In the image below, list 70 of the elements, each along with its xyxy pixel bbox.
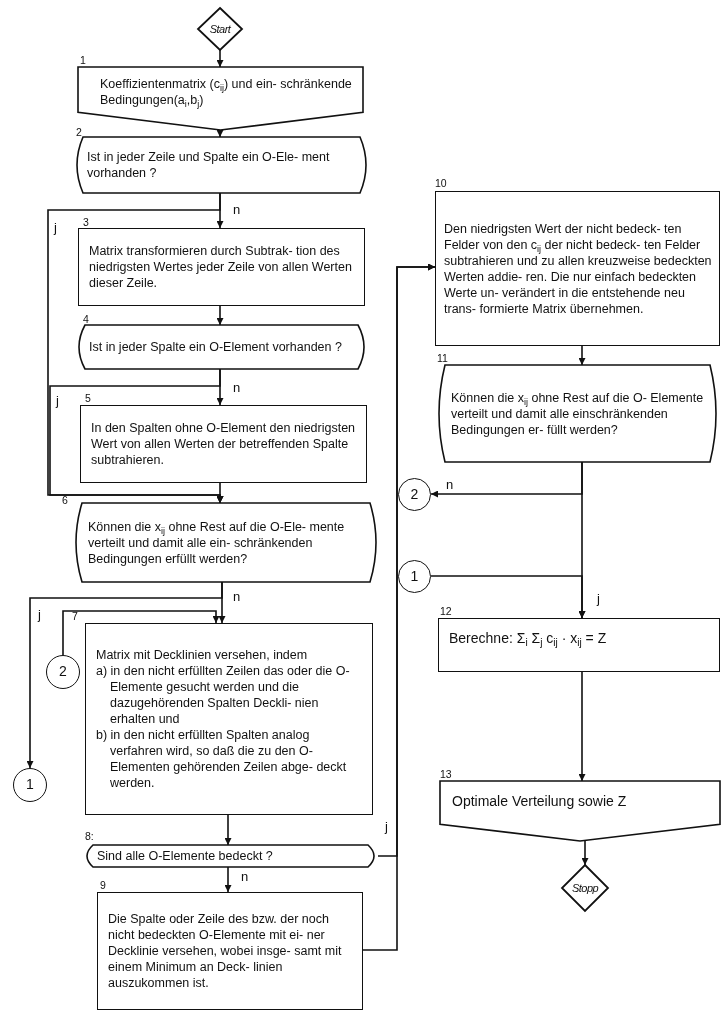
step-number: 9 — [100, 879, 106, 891]
arrow — [224, 814, 232, 846]
connector-number: 1 — [26, 776, 34, 794]
arrow — [362, 263, 436, 951]
step-number: 12 — [440, 605, 452, 617]
edge-label: j — [384, 820, 389, 833]
step-number: 7 — [72, 610, 78, 622]
step-text: Ist in jeder Zeile und Spalte ein O-Ele- ment vorhanden ? — [87, 149, 331, 181]
connector-circle — [398, 560, 431, 593]
arrow — [216, 482, 224, 504]
decision-box — [83, 845, 378, 867]
step-number: 10 — [435, 177, 447, 189]
step-text: Können die x$_{ij}$ ohne Rest auf die O-Ele- mente verteilt und damit alle ein- schränkenden Bedingungen erfüllt werden? — [88, 518, 346, 567]
step-number: 6 — [62, 494, 68, 506]
terminal-diamond — [562, 865, 608, 911]
arrow — [430, 575, 586, 619]
process-box — [435, 191, 720, 346]
edge-label: j — [37, 608, 42, 621]
step-text: Können die x$_{ij}$ ohne Rest auf die O- Elemente verteilt und damit alle einschränkenden Bedingungen er- füllt werden? — [451, 389, 705, 438]
connector-number: 2 — [410, 485, 419, 504]
connector-circle — [13, 768, 47, 802]
connector-number: 2 — [59, 663, 67, 681]
step-text: Matrix mit Decklinien versehen, indem — [96, 647, 309, 663]
arrow — [578, 345, 586, 366]
step-text: Sind alle O-Elemente bedeckt ? — [97, 848, 274, 864]
edge-label: j — [55, 394, 60, 407]
edge-label: j — [596, 592, 601, 605]
terminal-diamond — [198, 8, 242, 50]
arrow — [578, 671, 586, 782]
arrow — [216, 129, 224, 138]
decision-box — [75, 325, 368, 369]
step-text: Koeffizientenmatrix (c$_{ij}$) und ein- schränkende Bedingungen(a$_{i}$,b$_{j}$) — [100, 75, 353, 108]
connector-circle — [398, 478, 431, 511]
arrow — [216, 49, 224, 68]
output-box — [440, 781, 720, 841]
arrow — [216, 305, 224, 326]
step-number: 8: — [85, 830, 94, 842]
step-number: 11 — [437, 352, 448, 364]
arrow — [62, 610, 220, 656]
process-box — [80, 405, 367, 483]
edge-label: j — [53, 221, 58, 234]
step-text: Berechne: Σ$_{i}$ Σ$_{j}$ c$_{ij}$ · x$_{ij}$ = Z — [449, 630, 608, 648]
connector-circle — [46, 655, 80, 689]
step-text: Ist in jeder Spalte ein O-Element vorhanden ? — [89, 339, 343, 355]
terminal-text: Start — [209, 21, 231, 37]
step-number: 1 — [80, 54, 86, 66]
process-box — [78, 228, 365, 306]
step-text: b) in den nicht erfüllten Spalten analog verfahren wird, so daß die zu den O-Elementen gehörenden Zeilen abge- deckt werden. — [96, 727, 348, 791]
terminal-text: Stopp — [571, 880, 599, 896]
step-text: Den niedrigsten Wert der nicht bedeck- ten Felder von den c$_{ij}$ der nicht bedeck- ten Felder subtrahieren und zu allen kreuzweise bedeckten Werten addie- ren. Die nur einfach bedeckten Werte un- verändert in die entstehende neu trans- formierte Matrix übernehmen. — [444, 220, 713, 317]
step-number: 3 — [83, 216, 89, 228]
connector-number: 1 — [410, 567, 419, 586]
input-box — [78, 67, 363, 130]
decision-box — [73, 137, 370, 193]
step-number: 5 — [85, 392, 91, 404]
step-text: Optimale Verteilung sowie Z — [452, 793, 628, 811]
step-number: 4 — [83, 313, 89, 325]
arrow — [224, 866, 232, 893]
step-text: Matrix transformieren durch Subtrak- tion des niedrigsten Wertes jeder Zeile von allen Werten dieser Zeile. — [89, 243, 353, 291]
arrow — [26, 581, 223, 769]
decision-box — [72, 503, 380, 582]
step-number: 13 — [440, 768, 452, 780]
step-text: Die Spalte oder Zeile des bzw. der noch nicht bedeckten O-Elemente mit ei- ner Decklinie versehen, wobei insge- samt mit einem Minimum an Deck- linien auszukommen ist. — [108, 911, 343, 991]
decision-box — [435, 365, 720, 462]
process-box — [438, 618, 720, 672]
process-box — [85, 623, 373, 815]
step-number: 2 — [76, 126, 82, 138]
step-text: In den Spalten ohne O-Element den niedrigsten Wert von allen Werten der betreffenden Spalte subtrahieren. — [91, 420, 357, 468]
process-box — [97, 892, 363, 1010]
arrow — [581, 840, 589, 866]
